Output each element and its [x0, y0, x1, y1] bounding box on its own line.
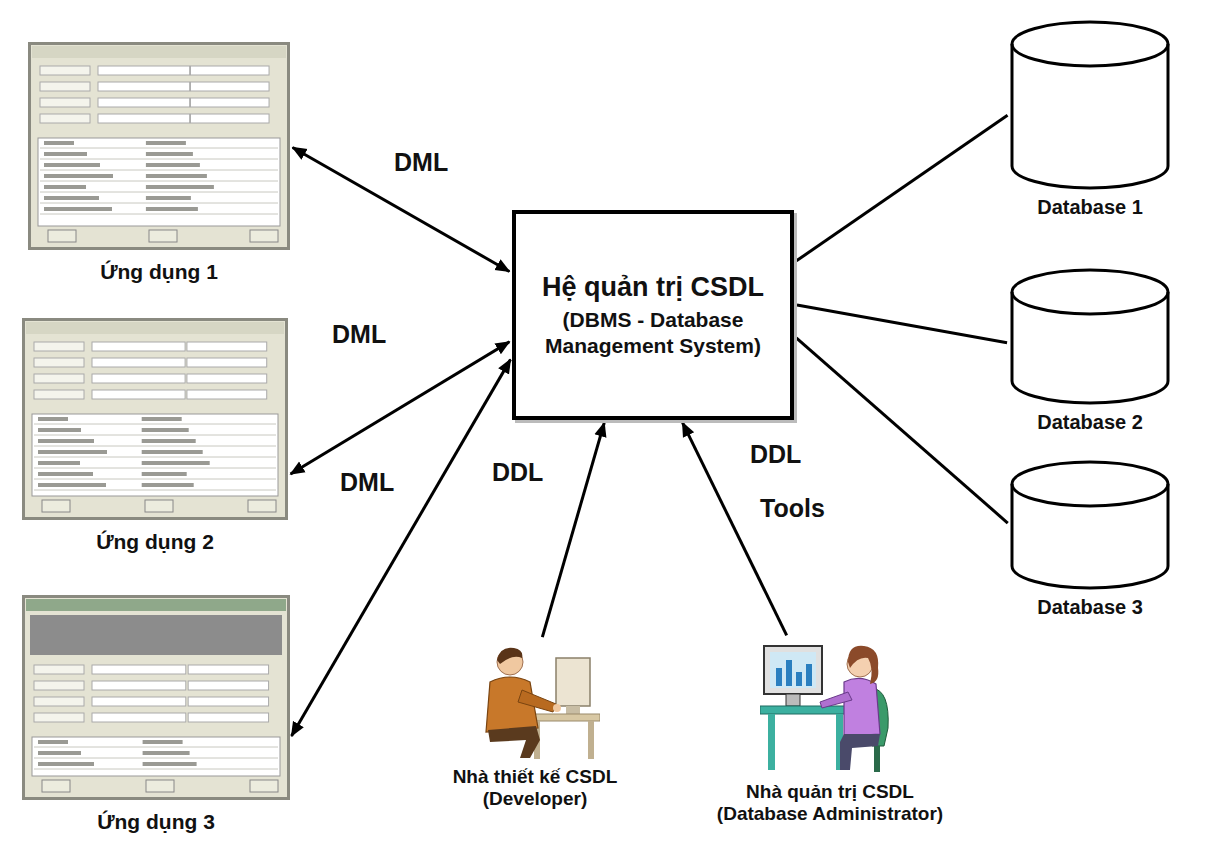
edge-label: DML: [330, 320, 388, 349]
user-node: Nhà thiết kế CSDL(Developer): [470, 640, 600, 760]
connector-line: [797, 305, 1007, 343]
cylinder-rim: [1012, 44, 1168, 66]
app-illustration: [22, 595, 290, 800]
caption-text: (Database Administrator): [680, 803, 980, 825]
connector-arrow: [291, 342, 510, 474]
caption-text: (Developer): [390, 788, 680, 810]
window-content: [32, 342, 278, 512]
app-illustration: [22, 318, 288, 520]
dbms-box: Hệ quản trị CSDL (DBMS - Database Managem…: [512, 210, 794, 420]
db-illustration: [1010, 460, 1170, 590]
window-frame: [30, 44, 289, 249]
connector-arrow: [292, 360, 511, 736]
caption-text: Ứng dụng 3: [16, 810, 296, 835]
app-illustration: [28, 42, 290, 250]
window-frame: [24, 597, 289, 799]
connector-line: [796, 115, 1007, 261]
edge-label: DML: [392, 148, 450, 177]
caption: Ứng dụng 2: [15, 530, 295, 555]
application-node: Ứng dụng 3: [22, 595, 290, 800]
caption: Database 2: [990, 411, 1190, 435]
caption: Ứng dụng 1: [19, 260, 299, 285]
caption-text: Nhà quản trị CSDL: [680, 781, 980, 803]
caption-text: Ứng dụng 1: [19, 260, 299, 285]
box-title: Hệ quản trị CSDL: [542, 271, 764, 303]
caption-text: Database 1: [990, 196, 1190, 220]
caption: Ứng dụng 3: [16, 810, 296, 835]
caption-text: Database 2: [990, 411, 1190, 435]
edge-label: DDL: [748, 440, 803, 469]
window-content: [30, 615, 282, 792]
connector-line: [796, 338, 1007, 523]
database-node: Database 3: [1010, 460, 1170, 590]
caption-text: Database 3: [990, 596, 1190, 620]
cylinder-rim: [1012, 484, 1168, 506]
window-content: [38, 66, 280, 242]
caption-text: Nhà thiết kế CSDL: [390, 766, 680, 788]
database-node: Database 1: [1010, 20, 1170, 190]
application-node: Ứng dụng 1: [28, 42, 290, 250]
db-illustration: [1010, 20, 1170, 190]
connector-arrow: [293, 147, 510, 271]
edge-label: DML: [338, 468, 396, 497]
box-subtitle: (DBMS - Database Management System): [528, 307, 778, 360]
dev-illustration: [470, 640, 600, 760]
administrator-figure: [760, 646, 888, 772]
admin-illustration: [760, 638, 900, 775]
connector-arrow: [542, 423, 604, 637]
title-bar: [26, 599, 286, 611]
title-bar: [32, 46, 286, 58]
application-node: Ứng dụng 2: [22, 318, 288, 520]
cylinder-body: [1012, 462, 1168, 588]
caption: Database 3: [990, 596, 1190, 620]
cylinder-body: [1012, 270, 1168, 403]
cylinder-body: [1012, 22, 1168, 188]
window-frame: [24, 320, 287, 519]
caption: Nhà thiết kế CSDL(Developer): [390, 766, 680, 811]
caption-text: Ứng dụng 2: [15, 530, 295, 555]
caption: Nhà quản trị CSDL(Database Administrator…: [680, 781, 980, 826]
title-bar: [26, 322, 284, 334]
edge-label: DDL: [490, 458, 545, 487]
caption: Database 1: [990, 196, 1190, 220]
cylinder-rim: [1012, 292, 1168, 314]
user-node: Nhà quản trị CSDL(Database Administrator…: [760, 638, 900, 775]
database-node: Database 2: [1010, 268, 1170, 405]
developer-figure: [486, 648, 600, 759]
tool-label: Tools: [758, 494, 827, 523]
db-illustration: [1010, 268, 1170, 405]
